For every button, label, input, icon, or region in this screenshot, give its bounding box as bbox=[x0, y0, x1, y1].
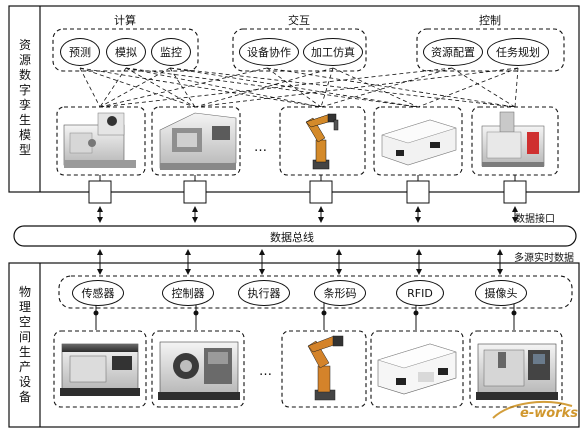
label-char: 源 bbox=[18, 53, 31, 67]
twin-lathe-2-image bbox=[159, 112, 237, 170]
data-bus bbox=[13, 225, 577, 247]
service-machining-sim: 加工仿真 bbox=[303, 38, 363, 66]
watermark-swoosh bbox=[492, 401, 573, 419]
twin-robot-arm-image bbox=[305, 113, 339, 170]
group-title-control: 控制 bbox=[479, 14, 501, 27]
twin-machining-center-image bbox=[481, 111, 545, 167]
physical-machining-center-image bbox=[476, 343, 558, 400]
device-actuator: 执行器 bbox=[238, 280, 290, 306]
label-char: 模 bbox=[18, 128, 31, 142]
label-char: 空 bbox=[18, 315, 31, 329]
label-char: 间 bbox=[18, 330, 31, 344]
label-char: 物 bbox=[18, 285, 31, 299]
label-char: 理 bbox=[18, 300, 31, 314]
watermark-logo: e-works bbox=[520, 406, 578, 421]
service-equipment-collab: 设备协作 bbox=[239, 38, 299, 66]
service-monitor: 监控 bbox=[151, 38, 191, 66]
label-char: 产 bbox=[18, 360, 31, 374]
device-band bbox=[58, 275, 573, 309]
service-resource-config: 资源配置 bbox=[423, 38, 483, 66]
label-char: 孪 bbox=[18, 98, 31, 112]
physical-lathe-2-image bbox=[158, 341, 240, 400]
label-char: 资 bbox=[18, 38, 31, 52]
bottom-panel-frame bbox=[8, 262, 580, 428]
bus-device-arrows bbox=[97, 249, 503, 275]
group-interact-box bbox=[232, 28, 367, 72]
physical-lathe-1-image bbox=[60, 343, 140, 396]
label-char: 型 bbox=[18, 143, 31, 157]
group-control-box bbox=[416, 28, 565, 72]
device-machine-links bbox=[95, 303, 515, 330]
label-char: 生 bbox=[18, 345, 31, 359]
data-bus-label: 数据总线 bbox=[270, 231, 314, 244]
data-interface-boxes bbox=[88, 180, 527, 204]
group-compute-box bbox=[52, 28, 199, 72]
label-char: 备 bbox=[18, 390, 31, 404]
service-task-planning: 任务规划 bbox=[487, 38, 549, 66]
physical-robot-arm-image bbox=[307, 335, 344, 401]
bottom-panel-label: 物 理 空 间 生 产 设 备 bbox=[18, 285, 32, 405]
twin-ellipsis: … bbox=[254, 140, 267, 155]
service-predict: 预测 bbox=[60, 38, 100, 66]
label-char: 数 bbox=[18, 68, 31, 82]
top-panel-frame bbox=[8, 5, 580, 193]
label-char: 生 bbox=[18, 113, 31, 127]
device-controller: 控制器 bbox=[162, 280, 214, 306]
interface-bus-arrows bbox=[97, 206, 518, 223]
device-rfid: RFID bbox=[396, 280, 444, 306]
physical-agv-image bbox=[377, 343, 457, 395]
twin-agv-image bbox=[381, 119, 457, 166]
twin-lathe-1-image bbox=[63, 112, 136, 168]
device-sensor: 传感器 bbox=[72, 280, 124, 306]
service-links bbox=[79, 67, 519, 108]
data-interface-label: 数据接口 bbox=[515, 214, 555, 225]
group-title-compute: 计算 bbox=[114, 14, 136, 27]
label-char: 设 bbox=[18, 375, 31, 389]
equipment-ellipsis: … bbox=[259, 364, 272, 379]
group-title-interact: 交互 bbox=[288, 14, 310, 27]
device-camera: 摄像头 bbox=[475, 280, 527, 306]
label-char: 字 bbox=[18, 83, 31, 97]
device-barcode: 条形码 bbox=[314, 280, 366, 306]
top-panel-label: 资 源 数 字 孪 生 模 型 bbox=[18, 38, 32, 158]
service-simulate: 模拟 bbox=[106, 38, 146, 66]
realtime-data-label: 多源实时数据 bbox=[514, 253, 574, 264]
